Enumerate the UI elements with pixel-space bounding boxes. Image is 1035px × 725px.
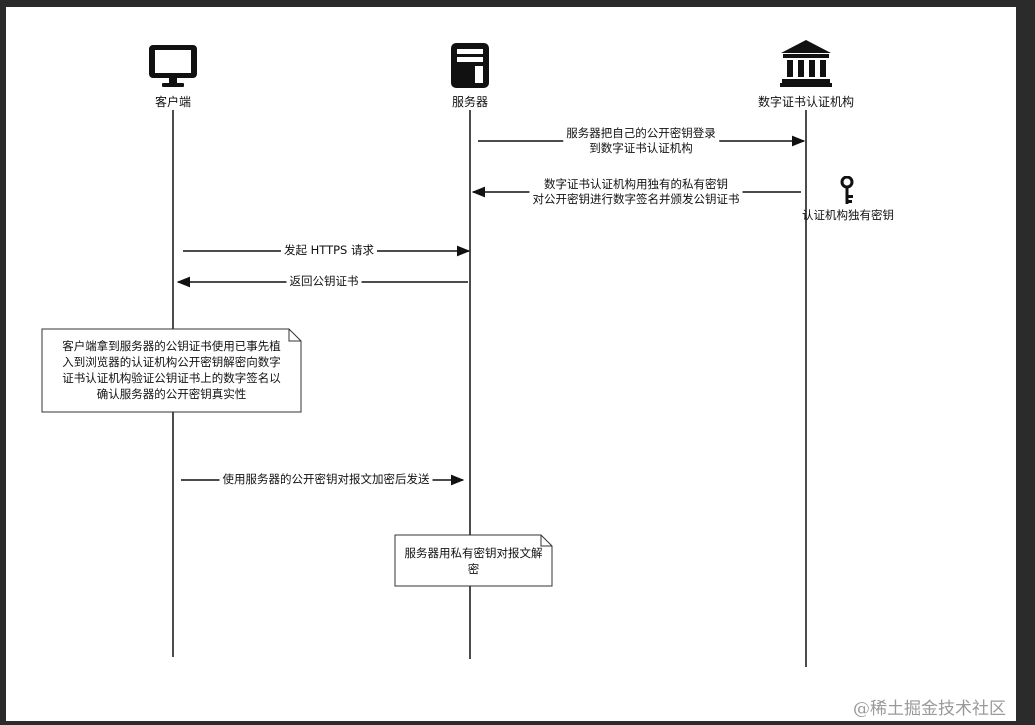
server-note-text: 服务器用私有密钥对报文解 密 bbox=[404, 546, 543, 576]
message-https-request: 发起 HTTPS 请求 bbox=[280, 243, 378, 258]
ca-label: 数字证书认证机构 bbox=[757, 95, 855, 109]
client-label: 客户端 bbox=[154, 95, 192, 109]
diagram-canvas: 客户端 服务器 数字证书认证机构 服务器把自己的公开密钥登录 到数字证书认证机构… bbox=[6, 7, 1016, 721]
client-note-text: 客户端拿到服务器的公钥证书使用已事先植 入到浏览器的认证机构公开密钥解密向数字 … bbox=[62, 339, 281, 401]
message-encrypted-send: 使用服务器的公开密钥对报文加密后发送 bbox=[219, 472, 433, 487]
message-return-cert: 返回公钥证书 bbox=[286, 274, 362, 289]
server-label: 服务器 bbox=[451, 95, 489, 109]
bank-building-icon bbox=[780, 40, 832, 87]
sequence-diagram-svg bbox=[41, 110, 807, 667]
message-register-key: 服务器把自己的公开密钥登录 到数字证书认证机构 bbox=[563, 126, 719, 156]
watermark: @稀土掘金技术社区 bbox=[853, 699, 1006, 719]
server-note-shape bbox=[394, 534, 553, 587]
ca-key-label: 认证机构独有密钥 bbox=[802, 208, 894, 222]
key-icon bbox=[840, 176, 854, 204]
message-issue-cert: 数字证书认证机构用独有的私有密钥 对公开密钥进行数字签名并颁发公钥证书 bbox=[529, 177, 743, 207]
client-note-shape bbox=[41, 328, 302, 413]
server-tower-icon bbox=[451, 43, 489, 88]
monitor-icon bbox=[149, 45, 197, 87]
